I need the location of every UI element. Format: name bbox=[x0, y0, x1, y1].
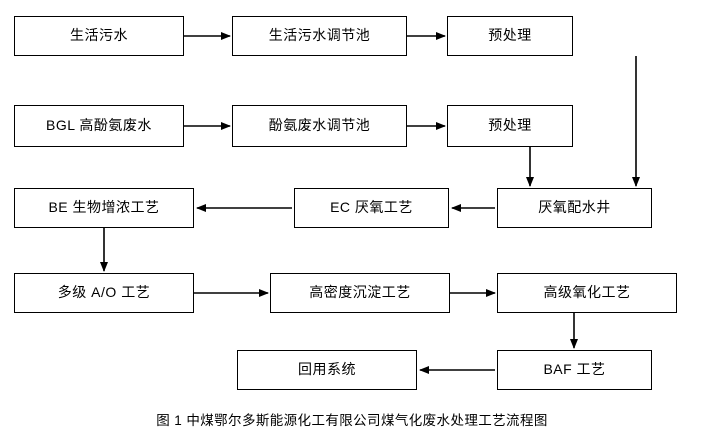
node-multistage-ao-process: 多级 A/O 工艺 bbox=[14, 273, 194, 313]
node-ec-anaerobic-process: EC 厌氧工艺 bbox=[294, 188, 449, 228]
node-pretreatment-1: 预处理 bbox=[447, 16, 573, 56]
node-label: 回用系统 bbox=[298, 361, 356, 377]
node-label: BE 生物增浓工艺 bbox=[48, 199, 160, 215]
node-label: 多级 A/O 工艺 bbox=[57, 284, 151, 300]
node-label: 酚氨废水调节池 bbox=[268, 117, 371, 133]
node-label: 预处理 bbox=[488, 117, 532, 133]
node-phenol-ammonia-regulating-tank: 酚氨废水调节池 bbox=[232, 105, 407, 147]
node-label: 厌氧配水井 bbox=[538, 199, 611, 215]
node-label: 生活污水调节池 bbox=[268, 27, 371, 43]
node-high-density-sedimentation-process: 高密度沉淀工艺 bbox=[270, 273, 450, 313]
node-reuse-system: 回用系统 bbox=[237, 350, 417, 390]
node-label: 生活污水 bbox=[70, 27, 128, 43]
node-label: BAF 工艺 bbox=[543, 361, 606, 377]
node-label: BGL 高酚氨废水 bbox=[46, 117, 152, 133]
node-label: 预处理 bbox=[488, 27, 532, 43]
node-anaerobic-water-distribution-well: 厌氧配水井 bbox=[497, 188, 652, 228]
node-pretreatment-2: 预处理 bbox=[447, 105, 573, 147]
node-domestic-sewage-regulating-tank: 生活污水调节池 bbox=[232, 16, 407, 56]
figure-caption: 图 1 中煤鄂尔多斯能源化工有限公司煤气化废水处理工艺流程图 bbox=[156, 413, 548, 428]
node-be-bio-thickening-process: BE 生物增浓工艺 bbox=[14, 188, 194, 228]
node-bgl-high-phenol-ammonia-wastewater: BGL 高酚氨废水 bbox=[14, 105, 184, 147]
node-baf-process: BAF 工艺 bbox=[497, 350, 652, 390]
node-label: EC 厌氧工艺 bbox=[330, 199, 413, 215]
node-domestic-sewage: 生活污水 bbox=[14, 16, 184, 56]
node-advanced-oxidation-process: 高级氧化工艺 bbox=[497, 273, 677, 313]
node-label: 高级氧化工艺 bbox=[543, 284, 631, 300]
node-label: 高密度沉淀工艺 bbox=[309, 284, 411, 300]
